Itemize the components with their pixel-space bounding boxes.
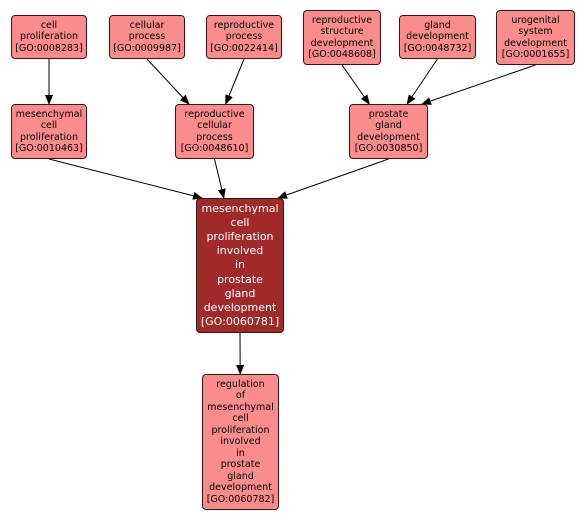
edge-reproductive-process-to-reproductive-cellular-process — [225, 58, 245, 105]
edge-reproductive-cellular-process-to-mesenchymal-cell-proliferation-involved-in-prostate-gland-development — [214, 158, 226, 199]
go-term-name-line: gland — [227, 470, 254, 482]
go-term-name-line: system — [518, 26, 553, 37]
go-term-id: [GO:0008283] — [15, 42, 83, 54]
go-term-name-line: proliferation — [206, 229, 274, 243]
go-term-name-line: of — [235, 390, 246, 402]
go-term-name-line: reproductive — [311, 14, 373, 26]
go-term-name-line: development — [209, 482, 272, 494]
go-term-name-line: cellular — [129, 19, 165, 31]
go-term-name-line: prostate — [368, 108, 409, 120]
go-term-name-line: in — [236, 447, 245, 459]
go-term-name-line: proliferation — [211, 424, 270, 436]
go-term-name-line: gland — [224, 286, 256, 300]
go-term-name-line: urogenital — [511, 14, 560, 26]
go-term-name-line: gland — [375, 120, 402, 131]
edge-gland-development-to-prostate-gland-development — [406, 58, 438, 105]
go-term-name-line: mesenchymal — [15, 108, 83, 120]
go-term-id: [GO:0030850] — [354, 143, 423, 154]
edge-reproductive-structure-development-to-prostate-gland-development — [341, 64, 370, 105]
go-term-id: [GO:0010463] — [15, 143, 83, 154]
go-term-name-line: involved — [216, 244, 264, 258]
go-term-name-line: development — [357, 131, 420, 143]
go-term-name-line: gland — [424, 19, 451, 31]
go-term-name-line: reproductive — [184, 108, 245, 120]
go-term-id: [GO:0060781] — [200, 315, 280, 329]
edge-prostate-gland-development-to-mesenchymal-cell-proliferation-involved-in-prostate-gland-development — [277, 158, 389, 199]
go-term-id: [GO:0022414] — [210, 42, 278, 54]
go-term-name-line: cell — [232, 413, 249, 425]
go-term-name-line: prostate — [220, 459, 261, 471]
go-term-name-line: process — [225, 31, 263, 43]
go-term-name-line: process — [196, 131, 233, 143]
go-term-name-line: process — [128, 31, 166, 43]
go-term-id: [GO:0048732] — [403, 42, 472, 54]
go-term-id: [GO:0048610] — [180, 143, 249, 154]
go-term-name-line: cell — [40, 19, 58, 31]
go-term-name-line: mesenchymal — [207, 401, 274, 413]
go-term-id: [GO:0048608] — [308, 49, 376, 60]
go-term-name-line: development — [406, 31, 469, 43]
go-term-id: [GO:0001655] — [501, 49, 570, 60]
go-term-id: [GO:0009987] — [113, 42, 181, 54]
edge-cellular-process-to-reproductive-cellular-process — [146, 58, 190, 105]
go-term-name-line: reproductive — [213, 19, 275, 31]
go-term-name-line: prostate — [217, 272, 263, 286]
go-term-name-line: proliferation — [20, 131, 78, 143]
go-term-name-line: involved — [220, 436, 261, 448]
go-term-id: [GO:0060782] — [206, 493, 275, 505]
go-term-name-line: cell — [40, 120, 58, 131]
edge-mesenchymal-cell-proliferation-to-mesenchymal-cell-proliferation-involved-in-prostate-gland-development — [48, 158, 203, 200]
go-term-name-line: proliferation — [20, 31, 78, 43]
go-term-name-line: mesenchymal — [201, 201, 279, 215]
go-term-name-line: cell — [230, 215, 250, 229]
go-term-name-line: development — [504, 37, 567, 49]
go-term-name-line: in — [234, 258, 246, 272]
edge-urogenital-system-development-to-prostate-gland-development — [421, 64, 536, 105]
go-term-name-line: development — [203, 301, 277, 314]
go-term-name-line: regulation — [216, 378, 265, 390]
go-term-name-line: structure — [320, 26, 364, 37]
go-term-name-line: cellular — [197, 120, 232, 131]
go-term-name-line: development — [310, 37, 374, 49]
